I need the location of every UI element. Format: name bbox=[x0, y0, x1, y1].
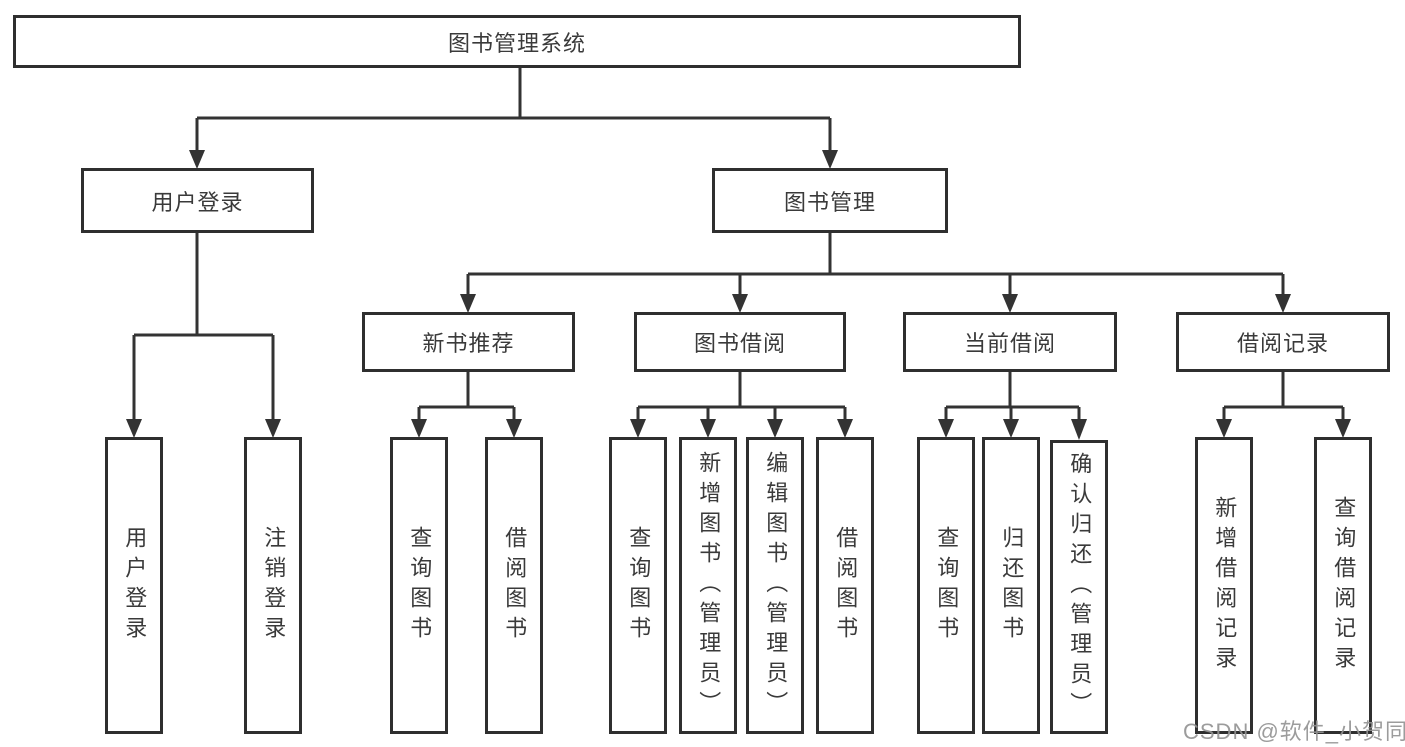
leaf-add-borrow-record: 新增借阅记录 bbox=[1195, 437, 1253, 734]
leaf-query-books-current: 查询图书 bbox=[917, 437, 975, 734]
arrowhead bbox=[1003, 419, 1019, 438]
arrowhead bbox=[460, 294, 476, 313]
arrowhead bbox=[1002, 294, 1018, 313]
leaf-user-login: 用户登录 bbox=[105, 437, 163, 734]
arrowhead bbox=[1216, 419, 1232, 438]
leaf-logout: 注销登录 bbox=[244, 437, 302, 734]
connector-borrow-records-to-leaves bbox=[1216, 370, 1351, 438]
arrowhead bbox=[1335, 419, 1351, 438]
arrowhead bbox=[265, 419, 281, 438]
node-new-book-recommend: 新书推荐 bbox=[362, 312, 575, 372]
arrowhead bbox=[822, 150, 838, 169]
arrowhead bbox=[189, 150, 205, 169]
leaf-confirm-return-admin: 确认归还（管理员） bbox=[1050, 440, 1108, 734]
connector-book-borrow-to-leaves bbox=[630, 370, 853, 438]
leaf-return-books: 归还图书 bbox=[982, 437, 1040, 734]
connector-new-book-recommend-to-leaves bbox=[411, 370, 522, 438]
arrowhead bbox=[630, 419, 646, 438]
arrowhead bbox=[126, 419, 142, 438]
connector-current-borrow-to-leaves bbox=[938, 370, 1087, 440]
node-book-management: 图书管理 bbox=[712, 168, 948, 233]
arrowhead bbox=[506, 419, 522, 438]
leaf-edit-book-admin: 编辑图书（管理员） bbox=[746, 437, 804, 734]
csdn-watermark: CSDN @软件_小贺同学 bbox=[1183, 719, 1405, 744]
connector-root-to-level2 bbox=[189, 64, 838, 169]
arrowhead bbox=[837, 419, 853, 438]
arrowhead bbox=[411, 419, 427, 438]
node-current-borrow: 当前借阅 bbox=[903, 312, 1117, 372]
arrowhead bbox=[1071, 419, 1087, 440]
leaf-query-books-recommend: 查询图书 bbox=[390, 437, 448, 734]
leaf-query-borrow-record: 查询借阅记录 bbox=[1314, 437, 1372, 734]
connector-book-management-to-level3 bbox=[460, 231, 1291, 313]
arrowhead bbox=[1275, 294, 1291, 313]
node-book-borrow: 图书借阅 bbox=[634, 312, 846, 372]
leaf-add-book-admin: 新增图书（管理员） bbox=[679, 437, 737, 734]
leaf-borrow-books-recommend: 借阅图书 bbox=[485, 437, 543, 734]
node-library-management-system: 图书管理系统 bbox=[13, 15, 1021, 68]
arrowhead bbox=[767, 419, 783, 438]
arrowhead bbox=[700, 419, 716, 438]
arrowhead bbox=[732, 294, 748, 313]
connector-user-login-to-leaves bbox=[126, 231, 281, 438]
leaf-query-books-borrow: 查询图书 bbox=[609, 437, 667, 734]
arrowhead bbox=[938, 419, 954, 438]
leaf-borrow-books: 借阅图书 bbox=[816, 437, 874, 734]
node-borrow-records: 借阅记录 bbox=[1176, 312, 1390, 372]
node-user-login: 用户登录 bbox=[81, 168, 314, 233]
